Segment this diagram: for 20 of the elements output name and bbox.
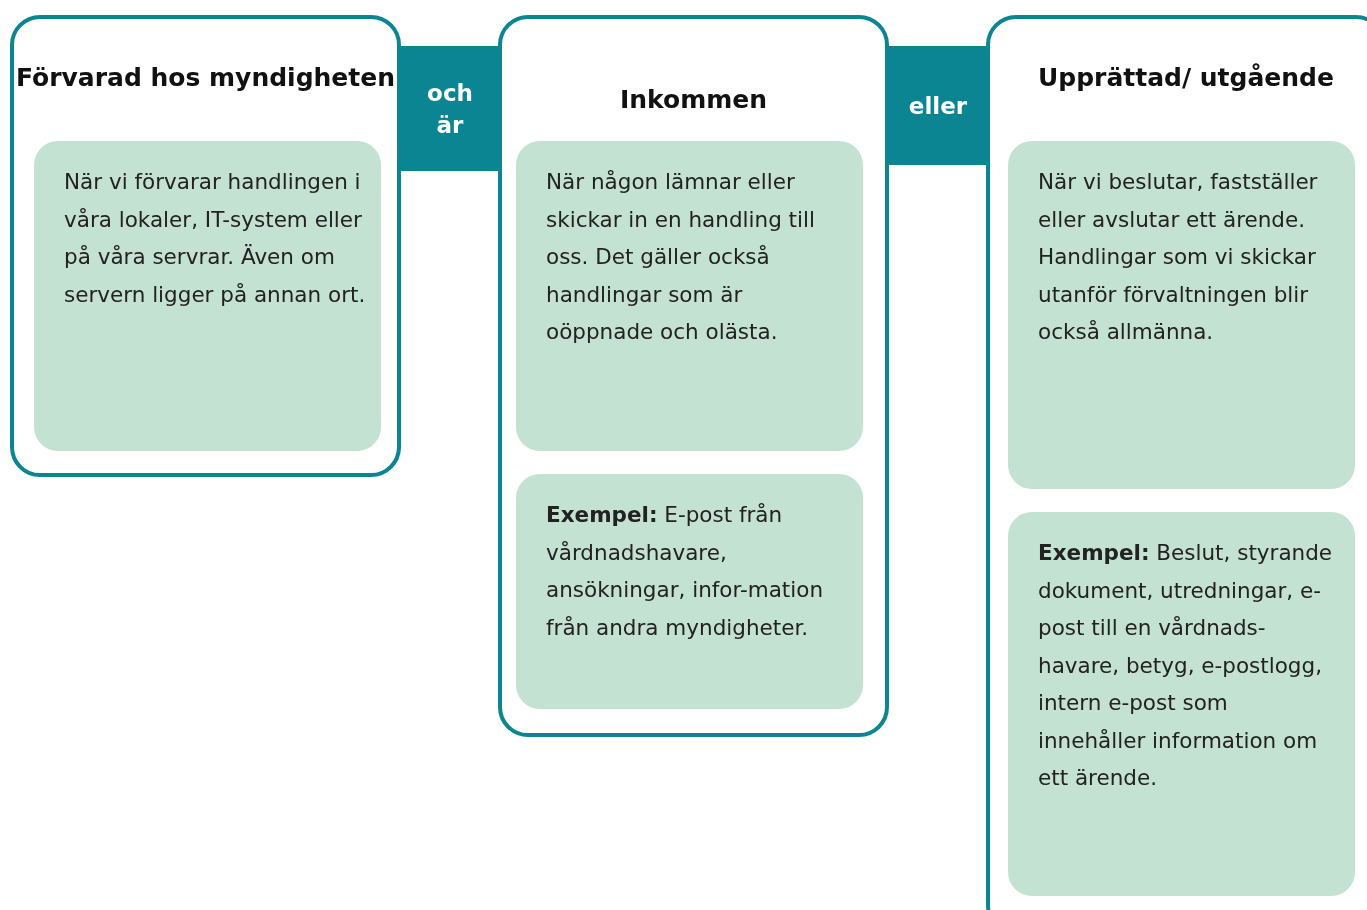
category-card bbox=[498, 15, 889, 737]
description-panel bbox=[516, 474, 863, 709]
description-panel bbox=[1008, 141, 1355, 489]
category-card bbox=[986, 15, 1367, 910]
category-card bbox=[10, 15, 401, 477]
connector-word: och är bbox=[426, 78, 474, 140]
connector-band bbox=[888, 46, 988, 165]
description-text: Exempel: E-post från vårdnadshavare, ansökningar, infor-mation från andra myndigheter. bbox=[546, 501, 824, 642]
card-heading: Inkommen bbox=[618, 84, 769, 116]
connector-band bbox=[400, 46, 500, 171]
description-text: När någon lämnar eller skickar in en handling till oss. Det gäller också handlingar som är oöppnade och olästa. bbox=[546, 168, 816, 346]
description-panel bbox=[34, 141, 381, 451]
description-panel bbox=[1008, 512, 1355, 896]
description-text: Exempel: Beslut, styrande dokument, utredningar, e-post till en vårdnads-havare, betyg, e-postlogg, intern e-post som innehåller information om ett ärende. bbox=[1038, 539, 1334, 792]
card-heading: Förvarad hos myndigheten bbox=[14, 62, 397, 94]
description-text: När vi förvarar handlingen i våra lokaler, IT-system eller på våra servrar. Även om servern ligger på annan ort. bbox=[64, 168, 367, 309]
card-heading: Upprättad/ utgående bbox=[1037, 62, 1335, 94]
connector-word: eller bbox=[908, 91, 968, 121]
description-text: När vi beslutar, fastställer eller avslutar ett ärende. Handlingar som vi skickar utanför förvaltningen blir också allmänna. bbox=[1038, 168, 1319, 346]
description-panel bbox=[516, 141, 863, 451]
